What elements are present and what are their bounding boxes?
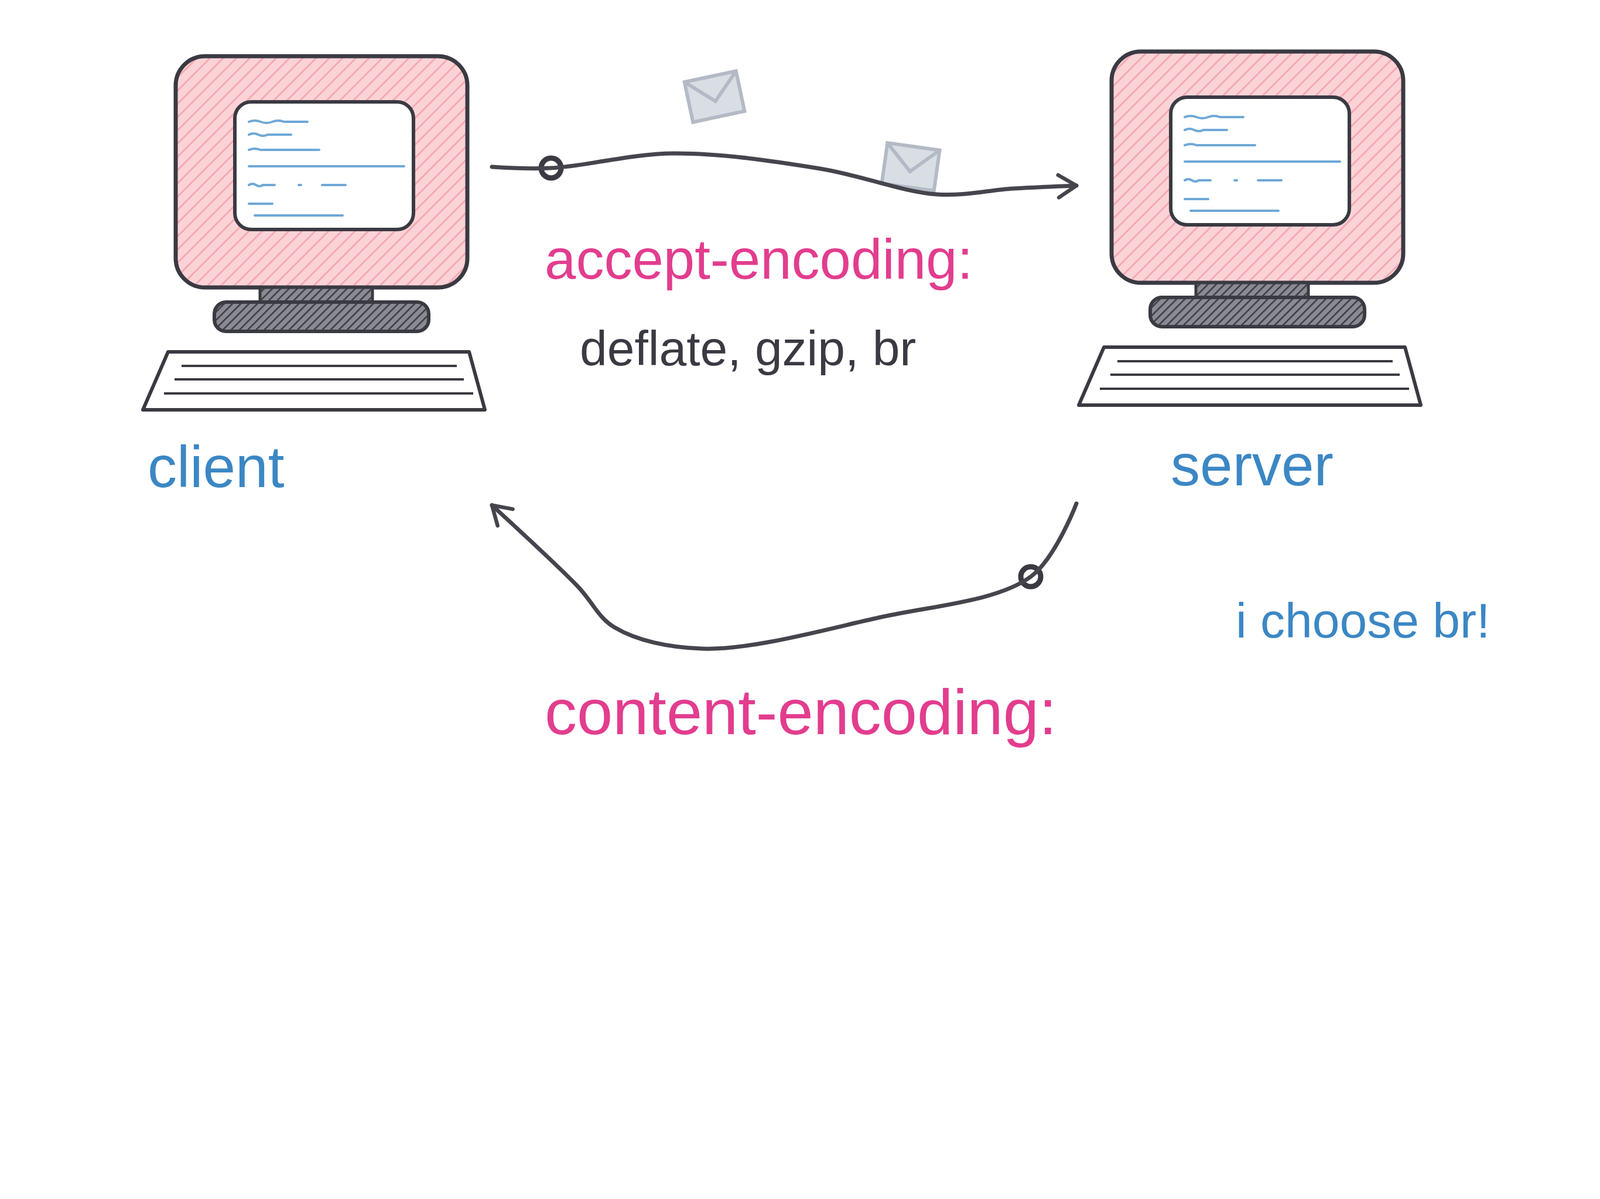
header-value: deflate, gzip, br (579, 319, 916, 379)
header-name: accept-encoding: (544, 225, 973, 293)
computer-node: client (140, 46, 492, 506)
note: i choose br! (1235, 591, 1494, 651)
machine-label: server (1076, 431, 1428, 499)
client-computer (142, 56, 485, 410)
computer-node: server (1076, 42, 1428, 504)
server-computer (1078, 51, 1421, 406)
message-arrow (491, 153, 1077, 196)
header-name: content-encoding: (544, 673, 1058, 751)
envelope-icon (684, 70, 745, 122)
machine-label: client (147, 433, 492, 501)
message-arrow (491, 503, 1077, 649)
